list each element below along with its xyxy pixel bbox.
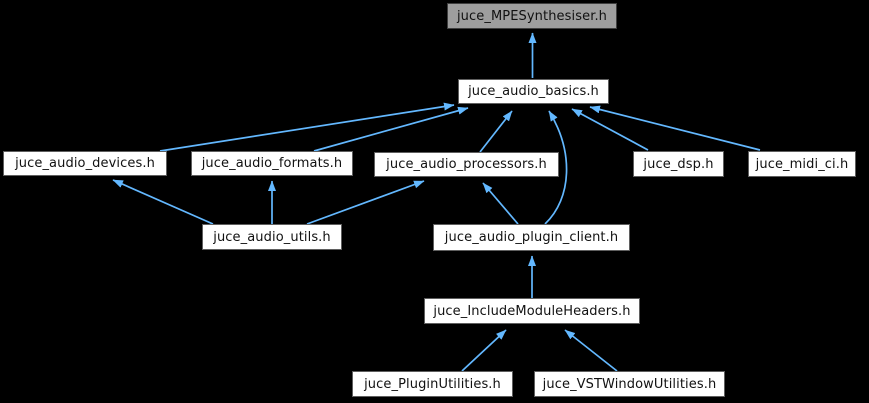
edge-processors-to-basics xyxy=(479,110,513,153)
edge-vst_window-to-imh xyxy=(564,329,618,372)
node-imh[interactable]: juce_IncludeModuleHeaders.h xyxy=(424,298,640,324)
node-utils[interactable]: juce_audio_utils.h xyxy=(202,224,342,250)
edge-plugin_client-to-basics xyxy=(544,110,568,225)
node-basics[interactable]: juce_audio_basics.h xyxy=(458,79,609,104)
edge-plugin_client-to-processors xyxy=(482,182,519,225)
edge-devices-to-basics xyxy=(159,102,455,152)
node-dsp[interactable]: juce_dsp.h xyxy=(633,151,724,177)
edge-utils-to-processors xyxy=(306,180,425,225)
node-processors[interactable]: juce_audio_processors.h xyxy=(374,152,559,177)
edge-dsp-to-basics xyxy=(571,108,649,151)
node-vst_window[interactable]: juce_VSTWindowUtilities.h xyxy=(534,371,725,397)
edge-plugin_utils-to-imh xyxy=(461,329,507,372)
edge-utils-to-devices xyxy=(112,179,214,225)
node-mpe[interactable]: juce_MPESynthesiser.h xyxy=(447,3,617,29)
node-plugin_utils[interactable]: juce_PluginUtilities.h xyxy=(352,371,513,397)
node-midi_ci[interactable]: juce_midi_ci.h xyxy=(748,151,856,177)
node-plugin_client[interactable]: juce_audio_plugin_client.h xyxy=(433,224,630,251)
node-devices[interactable]: juce_audio_devices.h xyxy=(3,151,167,176)
node-formats[interactable]: juce_audio_formats.h xyxy=(191,151,353,176)
edge-formats-to-basics xyxy=(313,106,469,152)
edge-midi_ci-to-basics xyxy=(589,105,761,151)
